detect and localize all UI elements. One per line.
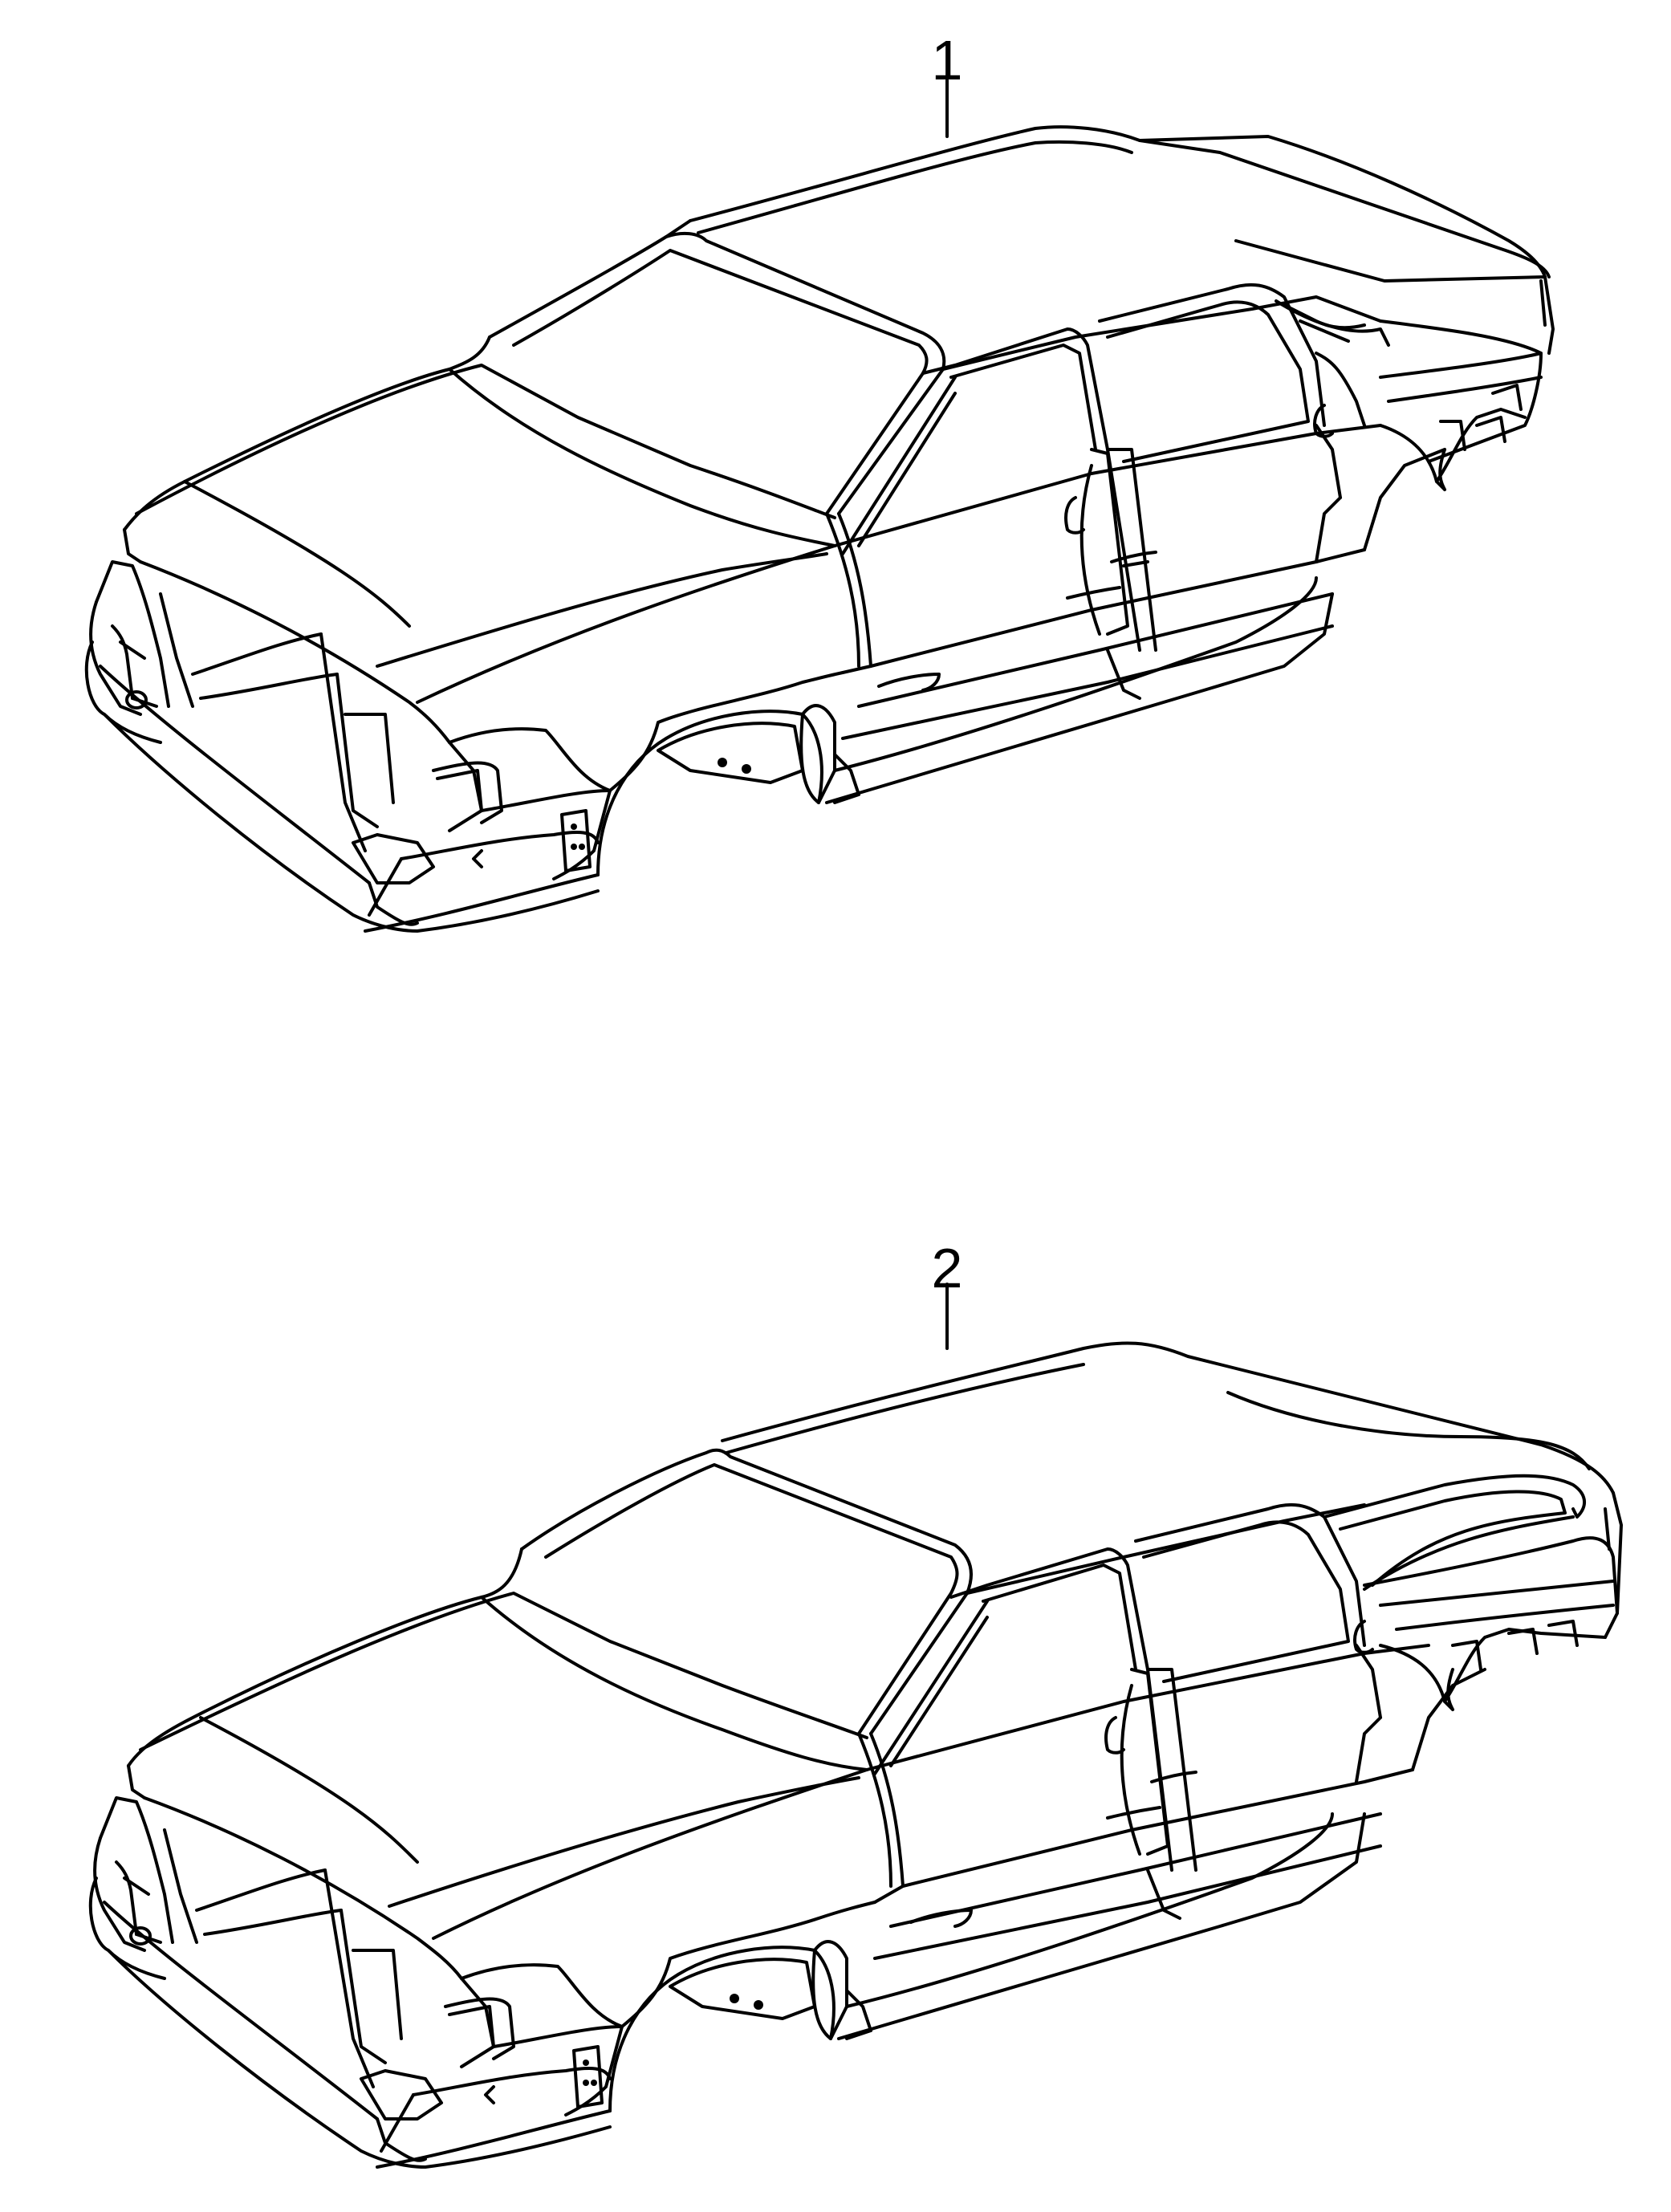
sedan-front-door xyxy=(921,327,1141,652)
avant-hood xyxy=(127,1547,523,1767)
avant-rear-fender xyxy=(1363,1536,1619,1639)
avant-windshield xyxy=(520,1448,973,1735)
sedan-trunk-lid xyxy=(1138,135,1547,283)
sedan-body-shell xyxy=(84,79,1555,933)
sedan-front-wheel-arch xyxy=(596,710,823,876)
sedan-rear-door xyxy=(1098,283,1326,427)
sedan-radiator-support xyxy=(95,560,170,708)
avant-front-door xyxy=(949,1547,1173,1872)
avant-a-pillar xyxy=(869,1732,905,1904)
sedan-a-pillar xyxy=(837,512,872,674)
avant-quarter-window xyxy=(1323,1474,1586,1519)
sedan-rocker xyxy=(833,576,1318,772)
avant-rear-door xyxy=(1134,1502,1366,1647)
avant-rocker xyxy=(845,1812,1334,2008)
sedan-hood xyxy=(123,335,491,531)
sedan-rear-fender xyxy=(1379,319,1543,463)
avant-radiator-support xyxy=(99,1796,174,1944)
avant-roof xyxy=(721,1341,1615,1494)
sedan-beltline xyxy=(941,295,1382,371)
sedan-front-lower-edge xyxy=(103,713,600,933)
avant-front-lower-edge xyxy=(107,1949,612,2169)
sedan-front-fender xyxy=(448,671,844,792)
avant-body-shell xyxy=(88,1283,1623,2169)
avant-front-wheel-arch xyxy=(608,1946,836,2112)
sedan-windshield xyxy=(488,231,946,515)
sedan-roof xyxy=(689,125,1551,279)
avant-beltline xyxy=(966,1503,1366,1595)
